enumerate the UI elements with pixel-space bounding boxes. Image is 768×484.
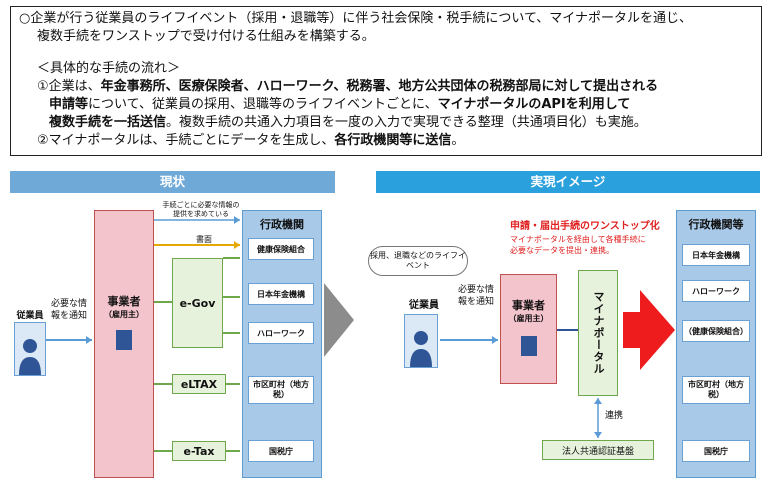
current-agency-3: ハローワーク bbox=[248, 322, 314, 344]
current-agency-2: 日本年金機構 bbox=[248, 283, 314, 305]
future-needed-info: 必要な情報を通知 bbox=[457, 285, 494, 307]
future-agency-1: 日本年金機構 bbox=[682, 244, 750, 266]
flow-step-1: ①企業は、年金事務所、医療保険者、ハローワーク、税務署、地方公共団体の税務部局に… bbox=[37, 79, 659, 94]
onestop-desc: マイナポータルを経由して各種手続に 必要なデータを提出・連携。 bbox=[510, 235, 646, 255]
current-header: 現状 bbox=[10, 171, 335, 193]
onestop-title: 申請・届出手続のワンストップ化 bbox=[510, 221, 660, 232]
current-employer-sub: （雇用主） bbox=[104, 310, 144, 319]
eltax-box: eLTAX bbox=[172, 374, 226, 394]
link-label: 連携 bbox=[605, 411, 624, 421]
arrowhead bbox=[234, 241, 240, 249]
etax-box: e-Tax bbox=[172, 441, 226, 461]
egov-box: e-Gov bbox=[172, 258, 223, 348]
onestop-arrow bbox=[623, 290, 675, 370]
building-icon bbox=[116, 330, 132, 350]
summary-box: ○企業が行う従業員のライフイベント（採用・退職等）に伴う社会保険・税手続について… bbox=[10, 6, 762, 156]
arrowhead bbox=[594, 398, 602, 404]
current-employer-box: 事業者 （雇用主） bbox=[94, 210, 154, 478]
future-employer-box: 事業者 （雇用主） bbox=[500, 274, 557, 384]
arrowhead bbox=[86, 336, 92, 344]
myna-portal-box: マイナポータル bbox=[578, 270, 618, 396]
future-gov-title: 行政機関等 bbox=[688, 218, 744, 231]
auth-platform-box: 法人共通認証基盤 bbox=[542, 440, 654, 460]
current-employee-label: 従業員 bbox=[16, 311, 44, 321]
future-agency-2: ハローワーク bbox=[682, 280, 750, 302]
current-gov-title: 行政機関 bbox=[260, 218, 304, 231]
summary-line1: ○企業が行う従業員のライフイベント（採用・退職等）に伴う社会保険・税手続について… bbox=[19, 11, 693, 26]
summary-line2: 複数手続をワンストップで受け付ける仕組みを構築する。 bbox=[37, 29, 375, 44]
current-agency-4: 市区町村（地方税） bbox=[248, 376, 314, 404]
building-icon bbox=[520, 336, 537, 356]
flow-step-1-cont2: 複数手続を一括送信。複数手続の共通入力項目を一度の入力で実現できる整理（共通項目… bbox=[49, 115, 647, 130]
arrowhead bbox=[594, 432, 602, 438]
flow-step-2: ②マイナポータルは、手続ごとにデータを生成し、各行政機関等に送信。 bbox=[37, 133, 465, 148]
arrowhead bbox=[234, 216, 240, 224]
person-icon bbox=[410, 331, 432, 367]
myna-portal-label: マイナポータル bbox=[592, 291, 605, 375]
future-header: 実現イメージ bbox=[376, 171, 760, 193]
current-employer-label: 事業者 bbox=[107, 295, 141, 308]
paper-label: 書面 bbox=[196, 235, 212, 244]
future-employee-label: 従業員 bbox=[409, 300, 439, 311]
person-icon bbox=[19, 339, 41, 375]
arrowhead bbox=[492, 336, 498, 344]
future-employee-figure bbox=[404, 314, 438, 368]
flow-title: ＜具体的な手続の流れ＞ bbox=[37, 61, 181, 76]
current-employee-figure bbox=[14, 322, 46, 376]
current-needed-info: 必要な情報を通知 bbox=[50, 299, 87, 321]
future-agency-4: 市区町村（地方税） bbox=[682, 376, 750, 404]
future-agency-3: （健康保険組合） bbox=[682, 320, 750, 342]
future-employer-sub: （雇用主） bbox=[508, 314, 549, 323]
transition-chevron bbox=[324, 283, 354, 357]
current-note: 手続ごとに必要な情報の提供を求めている bbox=[162, 201, 240, 218]
current-agency-5: 国税庁 bbox=[248, 440, 314, 462]
future-agency-5: 国税庁 bbox=[682, 440, 750, 462]
flow-step-1-cont1: 申請等について、従業員の採用、退職等のライフイベントごとに、マイナポータルのAP… bbox=[49, 97, 631, 112]
future-employer-label: 事業者 bbox=[512, 299, 545, 312]
life-event-bubble: 採用、退職などのライフイベント bbox=[368, 246, 468, 276]
current-agency-1: 健康保険組合 bbox=[248, 238, 314, 260]
